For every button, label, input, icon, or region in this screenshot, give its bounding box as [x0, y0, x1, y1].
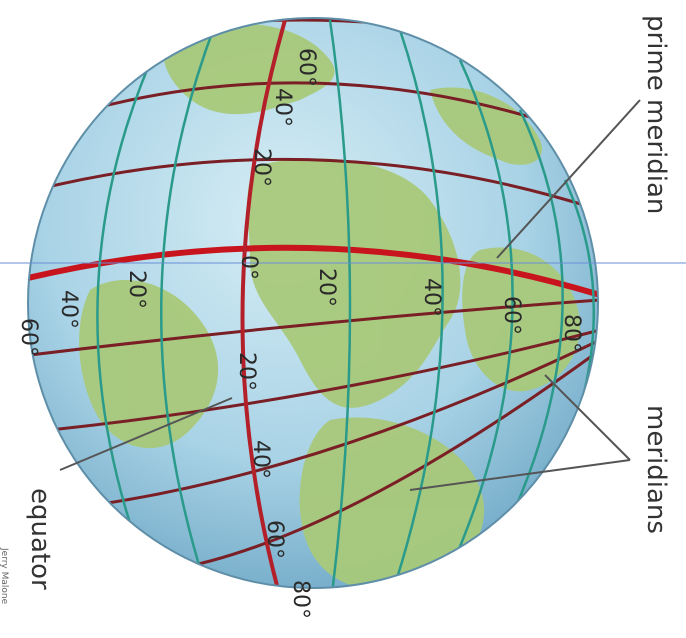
equator-line — [28, 244, 598, 298]
lon-label-e80: 80° — [559, 314, 584, 353]
leader-lines — [59, 99, 641, 491]
lon-label-w60: 60° — [16, 318, 41, 357]
globe-outline — [27, 17, 599, 589]
lon-label-w20: 20° — [124, 270, 149, 309]
latitude-labels: 60° 40° 20° 0° 20° 40° 60° — [234, 48, 319, 559]
meridians-lines — [96, 19, 596, 588]
prime-meridian-label: prime meridian — [641, 15, 671, 214]
prime-meridian-leader — [496, 99, 641, 259]
lon-label-s80: 80° — [288, 580, 313, 619]
lon-label-w40: 40° — [56, 290, 81, 329]
lat-label-n60: 60° — [294, 48, 319, 87]
lon-label-e40: 40° — [419, 278, 444, 317]
lat-label-s40: 40° — [248, 440, 273, 479]
prime-meridian-line — [240, 19, 287, 588]
lat-label-n20: 20° — [249, 148, 274, 187]
meridians-leader-1 — [544, 374, 631, 461]
credit-label: Jerry Malone — [0, 547, 9, 605]
longitude-labels: 60° 40° 20° 20° 40° 60° 80° 80° — [16, 268, 584, 619]
lon-label-e20: 20° — [314, 268, 339, 307]
lat-label-0: 0° — [236, 255, 261, 280]
equator-label: equator — [25, 488, 55, 590]
meridians-label: meridians — [641, 405, 671, 534]
lon-label-e60: 60° — [499, 296, 524, 335]
equator-leader — [59, 397, 233, 471]
lat-label-s20: 20° — [234, 352, 259, 391]
lat-label-n40: 40° — [270, 88, 295, 127]
lat-label-s60: 60° — [262, 520, 287, 559]
meridians-leader-2 — [409, 459, 631, 491]
